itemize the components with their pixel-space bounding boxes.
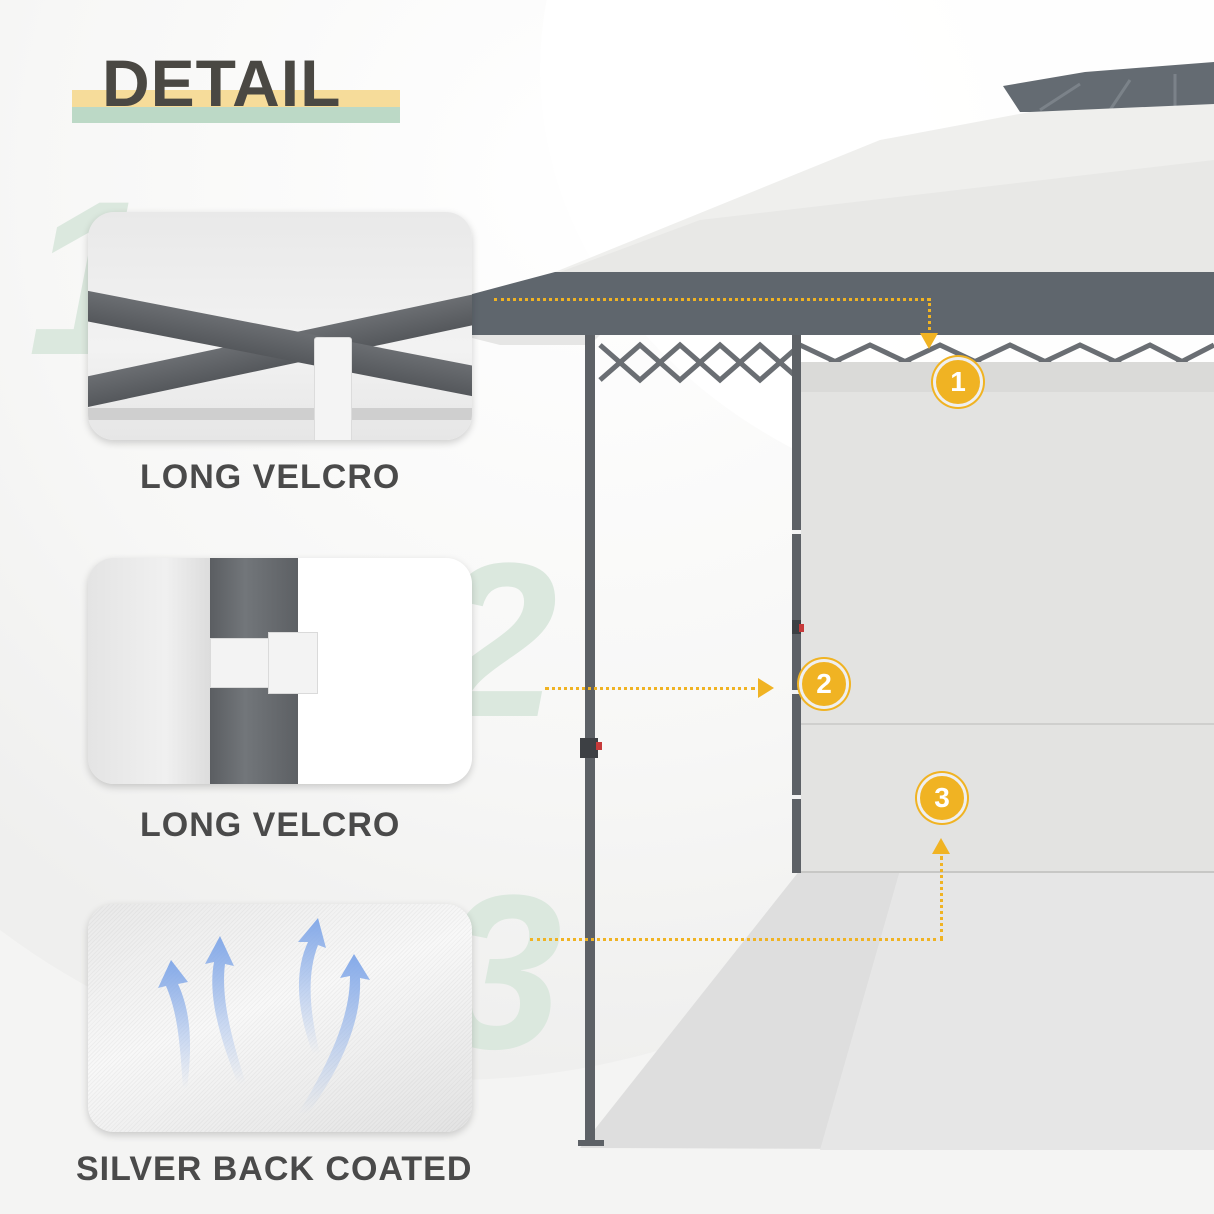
airflow-arrows-icon <box>158 918 370 1114</box>
callout-1-arrow-icon <box>920 333 938 349</box>
detail-image-velcro-frame <box>88 212 472 440</box>
callout-badge-3: 3 <box>920 776 964 820</box>
callout-1-connector <box>494 298 930 301</box>
callout-2-arrow-icon <box>758 678 774 698</box>
callout-3-arrow-icon <box>932 838 950 854</box>
callout-badge-1: 1 <box>936 360 980 404</box>
detail-label-3: SILVER BACK COATED <box>76 1150 473 1188</box>
detail-label-2: LONG VELCRO <box>140 806 401 844</box>
callout-2-connector <box>545 687 755 690</box>
velcro-strap <box>314 337 352 440</box>
fabric-edge <box>88 408 472 420</box>
callout-1-connector <box>928 298 931 330</box>
detail-image-silver-coating <box>88 904 472 1132</box>
callout-3-connector <box>530 938 943 941</box>
page-title: DETAIL <box>72 46 402 123</box>
title-text: DETAIL <box>102 46 342 120</box>
detail-image-velcro-leg <box>88 558 472 784</box>
detail-label-1: LONG VELCRO <box>140 458 401 496</box>
callout-3-connector <box>940 856 943 940</box>
title-highlight-green <box>72 107 400 123</box>
velcro-strap-end <box>268 632 318 694</box>
velcro-strap <box>210 638 270 688</box>
sidewall-fabric <box>88 558 218 784</box>
callout-badge-2: 2 <box>802 662 846 706</box>
title-highlight-yellow <box>72 90 400 107</box>
